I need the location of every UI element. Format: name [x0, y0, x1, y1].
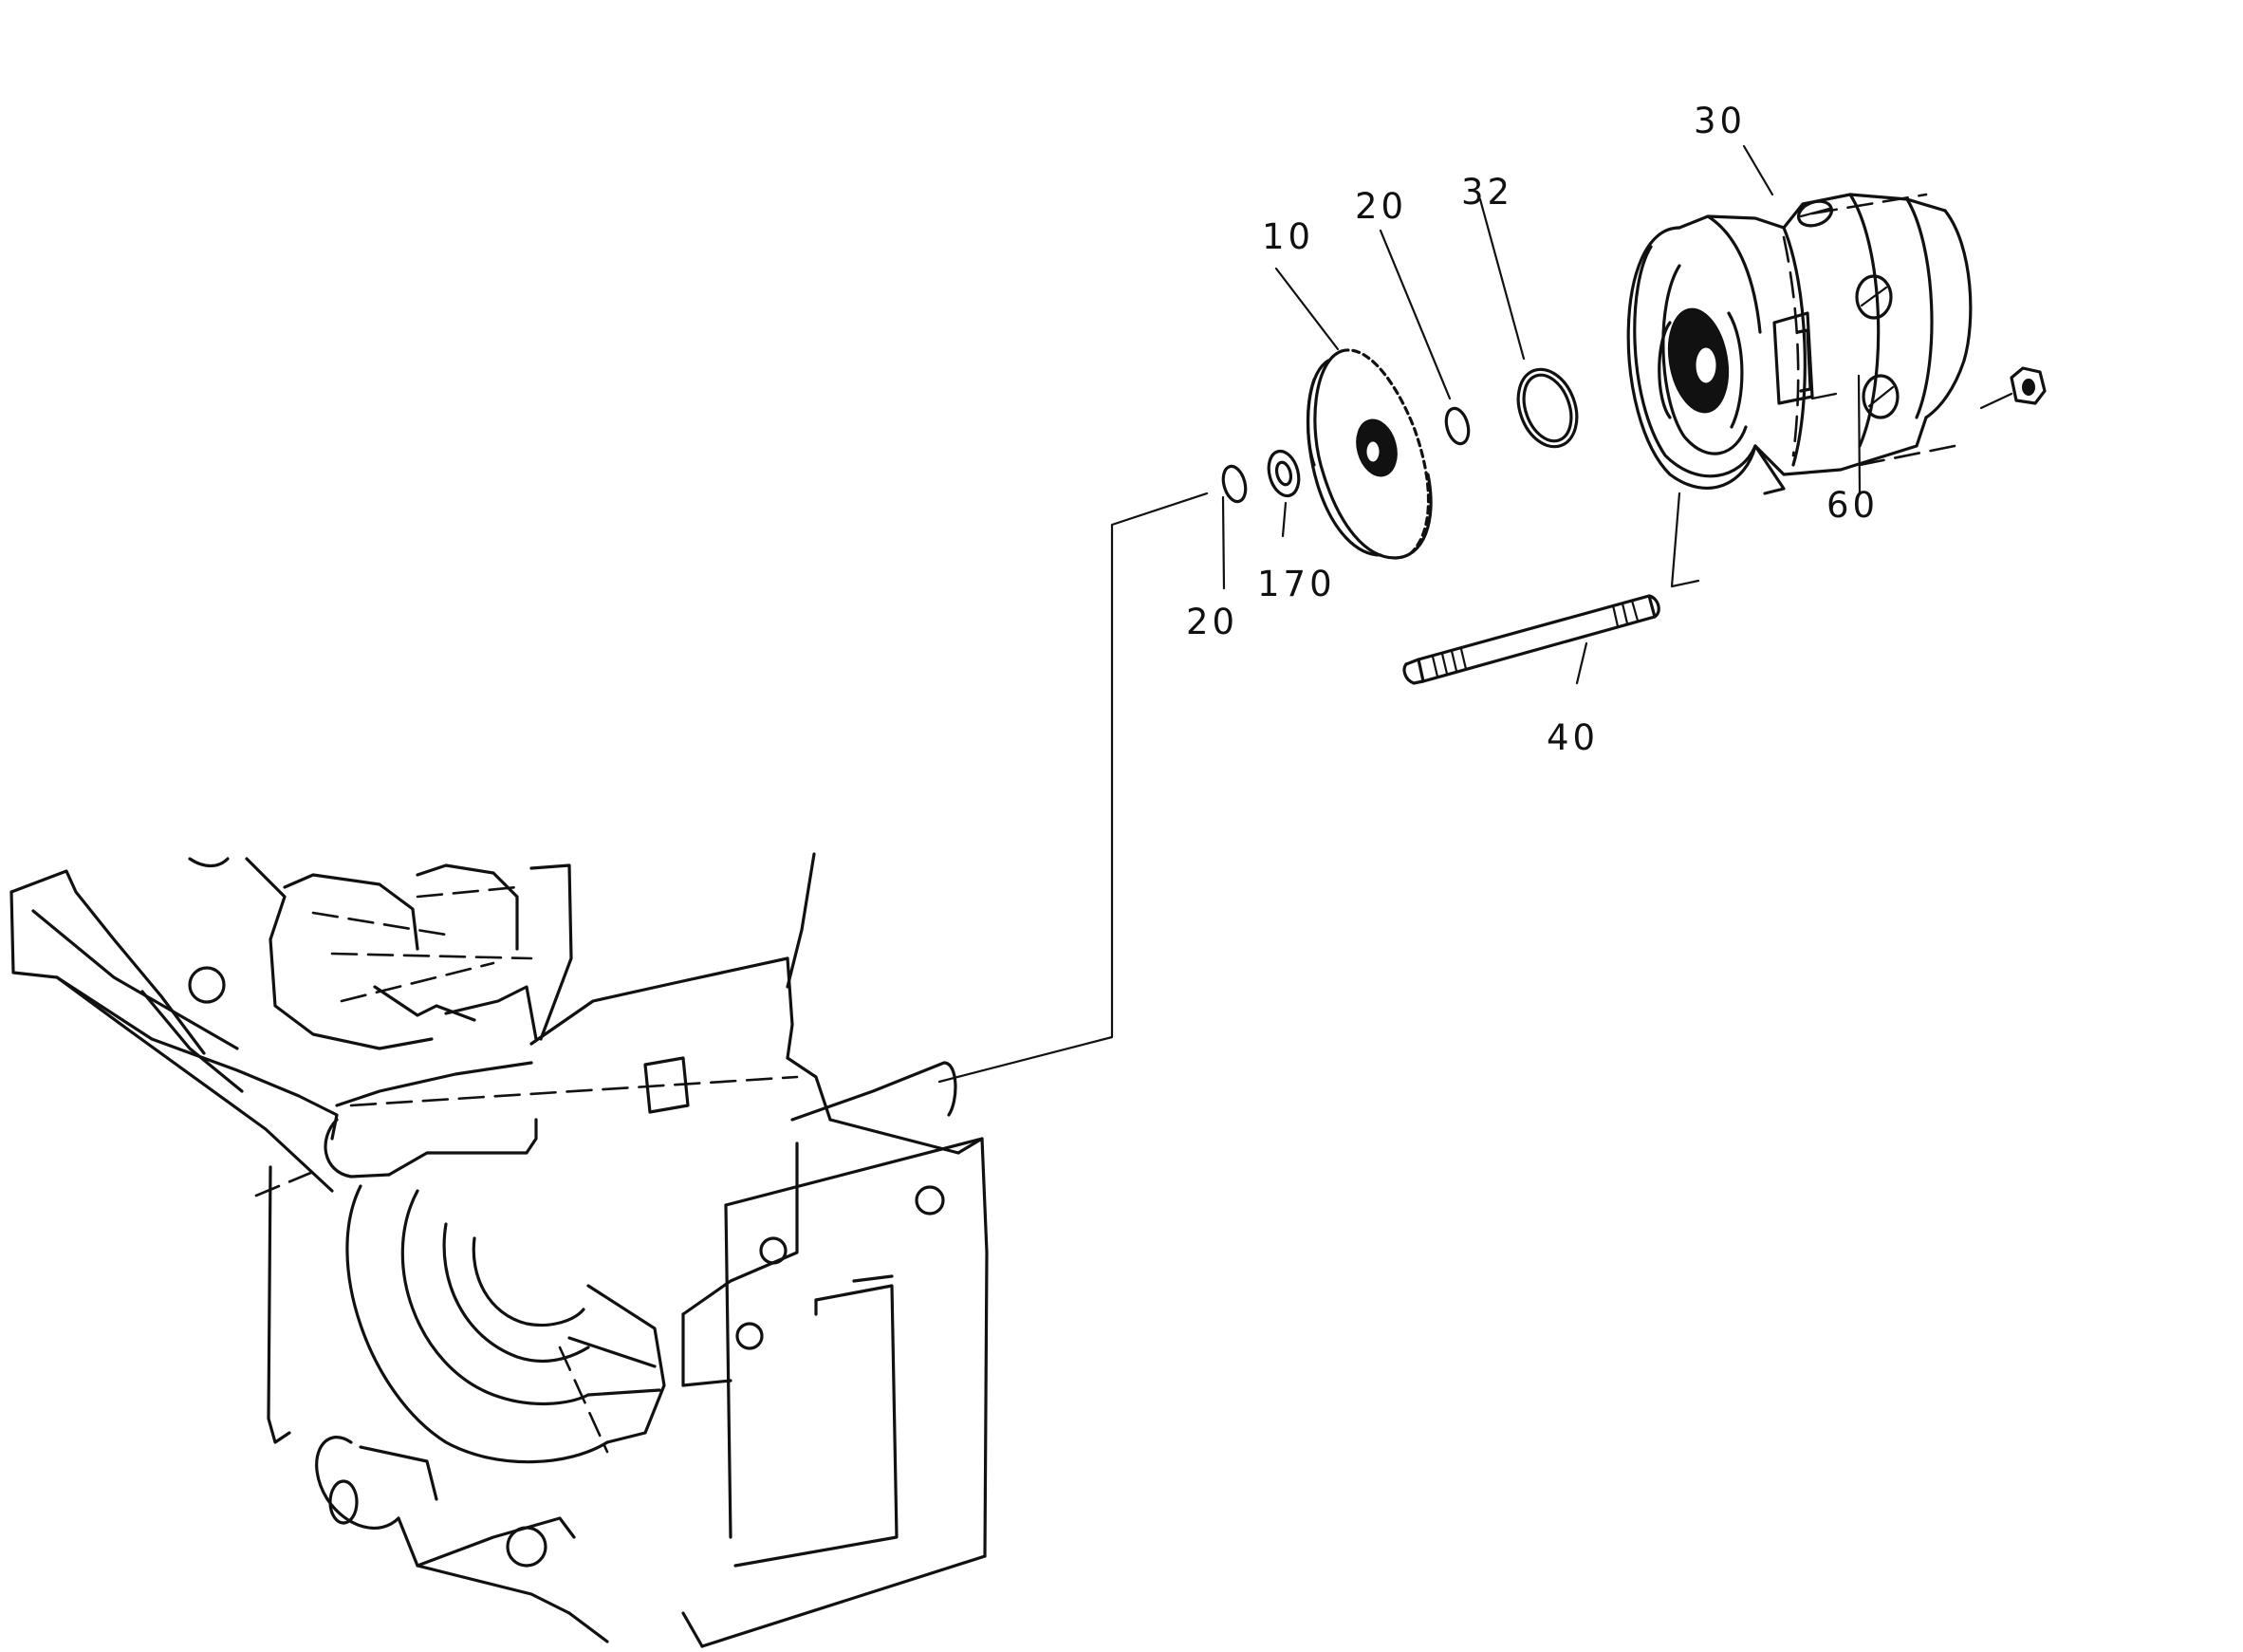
o-ring-part-32	[1516, 367, 1579, 449]
callout-labels: 10 20 32 30 60 20 170 40	[1186, 101, 1879, 758]
callout-label-10: 10	[1262, 216, 1314, 257]
pump-body-part-30	[1626, 193, 1973, 495]
callout-label-40: 40	[1547, 717, 1599, 758]
o-ring-part-20-top	[1444, 406, 1471, 446]
washer-part-170	[1267, 449, 1301, 498]
gear-part-10	[1306, 348, 1433, 560]
stud-part-40	[1402, 594, 1660, 685]
callout-label-30: 30	[1694, 101, 1746, 141]
callout-label-60: 60	[1826, 485, 1879, 526]
callout-label-20-bottom: 20	[1186, 602, 1238, 642]
o-ring-part-20-bottom	[1221, 464, 1248, 504]
callout-label-20-top: 20	[1355, 186, 1407, 227]
leader-lines	[937, 144, 1862, 1084]
callout-label-32: 32	[1461, 172, 1513, 213]
nut-part-60	[1979, 366, 2047, 410]
engine-block-housing	[9, 852, 989, 1648]
callout-label-170: 170	[1257, 564, 1336, 604]
